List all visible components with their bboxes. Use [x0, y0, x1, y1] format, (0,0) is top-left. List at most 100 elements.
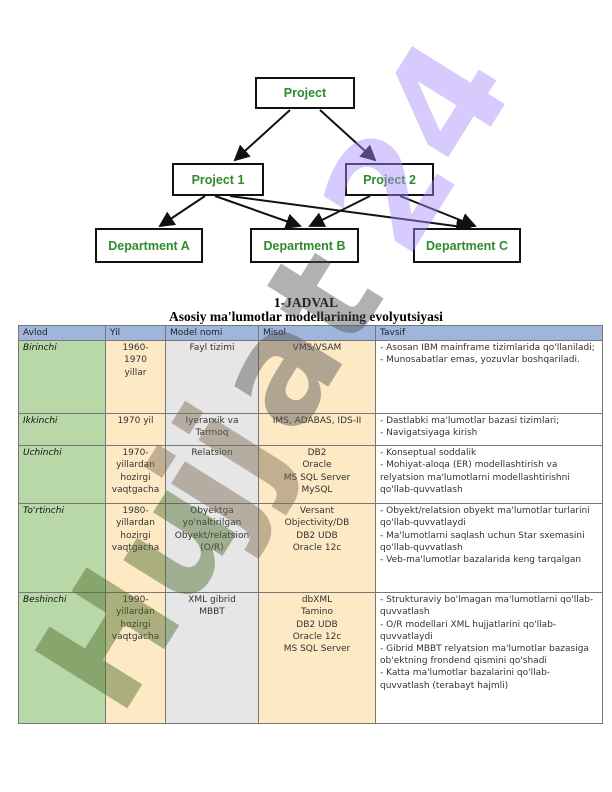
table-header-row: Avlod Yil Model nomi Misol Tavsif [18, 324, 603, 342]
cell-yil-line: yillardan [116, 518, 155, 529]
cell-tavsif-line: - Munosabatlar emas, yozuvlar boshqarila… [380, 355, 580, 366]
cell-model-line: MBBT [199, 607, 225, 618]
node-department-b: Department B [250, 228, 359, 263]
arrow-project-to-project2 [319, 109, 377, 162]
evolution-table: Avlod Yil Model nomi Misol Tavsif Birinc… [18, 324, 603, 725]
header-yil: Yil [105, 324, 166, 342]
cell-tavsif-line: - Katta ma'lumotlar bazalarini qo'llab-q… [380, 668, 551, 691]
arrow-project-to-project1 [233, 109, 291, 162]
node-project-2: Project 2 [345, 163, 434, 196]
cell-tavsif: - Dastlabki ma'lumotlar bazasi tizimlari… [375, 413, 603, 447]
cell-yil-line: 1970 yil [117, 416, 154, 427]
cell-tavsif-line: - O/R modellari XML hujjatlarini qo'llab… [380, 619, 557, 642]
cell-avlod: Uchinchi [18, 445, 106, 505]
cell-tavsif-line: - Dastlabki ma'lumotlar bazasi tizimlari… [380, 416, 560, 427]
cell-tavsif-line: - Navigatsiyaga kirish [380, 428, 478, 439]
table-number: 1-JADVAL [273, 295, 339, 310]
cell-misol-line: Tamino [300, 607, 333, 618]
cell-model-line: Obyektga [190, 506, 234, 517]
cell-model-line: Obyekt/relatsion [174, 530, 250, 541]
cell-avlod: Ikkinchi [18, 413, 106, 447]
cell-yil-line: yillardan [116, 460, 155, 471]
cell-yil-line: 1980- [122, 506, 149, 517]
cell-tavsif-line: - Gibrid MBBT relyatsion ma'lumotlar baz… [380, 644, 589, 667]
cell-tavsif-line: - Asosan IBM mainframe tizimlarida qo'll… [380, 343, 595, 354]
cell-model-line: Tarmoq [195, 428, 229, 439]
cell-tavsif-line: - Obyekt/relatsion obyekt ma'lumotlar tu… [380, 506, 590, 529]
cell-yil-line: yillardan [116, 607, 155, 618]
cell-misol-line: Versant [299, 506, 335, 517]
arrow-p1-to-deptb [214, 195, 302, 229]
cell-misol-line: MS SQL Server [283, 472, 351, 483]
cell-tavsif-line: - Ma'lumotlarni saqlash uchun Star sxema… [380, 530, 585, 553]
cell-misol-line: DB2 UDB [296, 530, 338, 541]
cell-avlod: Birinchi [18, 340, 106, 415]
arrow-p2-to-deptb [308, 195, 371, 227]
cell-tavsif-line: - Strukturaviy bo'lmagan ma'lumotlarni q… [380, 595, 594, 618]
cell-yil-line: 1990- [122, 595, 149, 606]
header-misol: Misol [258, 324, 376, 342]
cell-misol-line: MS SQL Server [283, 644, 351, 655]
cell-tavsif-line: - Mohiyat-aloqa (ER) modellashtirish va … [380, 460, 570, 495]
cell-tavsif: - Asosan IBM mainframe tizimlarida qo'll… [375, 340, 603, 415]
cell-model-line: Relatsion [191, 448, 233, 459]
arrow-p1-to-depta [158, 195, 206, 228]
cell-yil-line: hozirgi [120, 530, 151, 541]
diagram-connectors [158, 109, 477, 235]
cell-yil-line: vaqtgacha [111, 631, 160, 642]
node-department-a: Department A [95, 228, 203, 263]
cell-yil-line: hozirgi [120, 472, 151, 483]
cell-yil-line: vaqtgacha [111, 542, 160, 553]
cell-yil-line: vaqtgacha [111, 484, 160, 495]
node-project-1: Project 1 [172, 163, 264, 196]
cell-yil-line: 1960- [122, 343, 149, 354]
cell-yil-line: hozirgi [120, 619, 151, 630]
cell-misol: IMS, ADABAS, IDS-II [258, 413, 376, 447]
cell-tavsif: - Konseptual soddalik- Mohiyat-aloqa (ER… [375, 445, 603, 505]
cell-misol-line: DB2 UDB [296, 619, 338, 630]
cell-avlod: Beshinchi [18, 592, 106, 725]
cell-misol-line: IMS, ADABAS, IDS-II [272, 416, 362, 427]
cell-model-line: Fayl tizimi [189, 343, 235, 354]
cell-tavsif-line: - Veb-ma'lumotlar bazalarida keng tarqal… [380, 555, 582, 566]
cell-misol-line: MySQL [301, 484, 333, 495]
cell-model-line: (O/R) [200, 542, 224, 553]
cell-model-line: XML gibrid [188, 595, 236, 606]
cell-model: Fayl tizimi [165, 340, 259, 415]
cell-avlod: To'rtinchi [18, 503, 106, 594]
cell-yil: 1970 yil [105, 413, 166, 447]
cell-misol-line: DB2 [307, 448, 327, 459]
cell-model-line: yo'naltirilgan [182, 518, 242, 529]
node-department-c: Department C [413, 228, 521, 263]
cell-tavsif: - Obyekt/relatsion obyekt ma'lumotlar tu… [375, 503, 603, 594]
arrow-p2-to-deptc [399, 195, 477, 229]
node-project: Project [255, 77, 355, 109]
cell-model-line: Iyerarxik va [185, 416, 239, 427]
cell-tavsif-line: - Konseptual soddalik [380, 448, 477, 459]
header-tavsif: Tavsif [375, 324, 603, 342]
cell-yil-line: 1970 [124, 355, 147, 366]
cell-misol-line: Oracle 12c [292, 542, 342, 553]
header-model: Model nomi [165, 324, 259, 342]
header-avlod: Avlod [18, 324, 106, 342]
cell-model: Relatsion [165, 445, 259, 505]
cell-tavsif: - Strukturaviy bo'lmagan ma'lumotlarni q… [375, 592, 603, 725]
cell-misol-line: VMS/VSAM [292, 343, 342, 354]
cell-misol-line: Objectivity/DB [284, 518, 350, 529]
table-title: Asosiy ma'lumotlar modellarining evolyut… [169, 309, 443, 324]
